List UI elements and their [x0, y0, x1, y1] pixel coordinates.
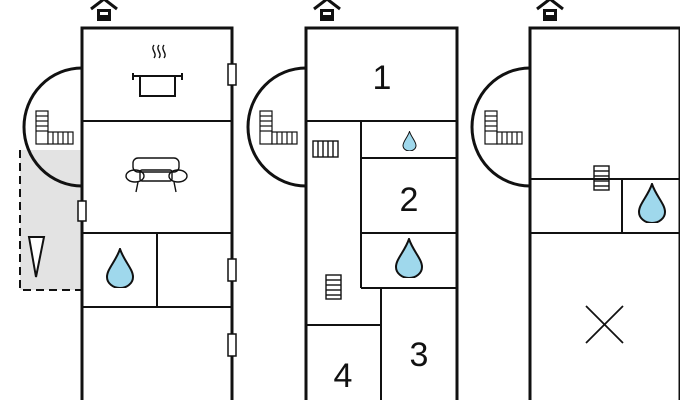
room-number-4: 4: [334, 357, 353, 395]
stairs-icon: [259, 110, 298, 145]
attic-outer-walls: [528, 26, 680, 400]
room-number-1: 1: [373, 59, 392, 97]
window: [227, 333, 237, 357]
entrance-icon: [536, 0, 564, 22]
water-drop-icon: [402, 131, 417, 151]
stair-tower-wall: [22, 66, 83, 188]
terrace-outline: [19, 150, 82, 291]
water-drop-icon: [638, 183, 666, 223]
room-number-3: 3: [410, 336, 429, 374]
room-number-2: 2: [400, 181, 419, 219]
stairs-icon: [325, 274, 342, 300]
first-floor-plan: 1 2 3 4: [246, 0, 459, 400]
stairs-icon: [312, 140, 339, 158]
window: [227, 63, 237, 86]
stair-tower-wall: [246, 66, 307, 188]
attic-plan: [470, 0, 680, 400]
pot-icon: [132, 44, 183, 97]
window: [227, 258, 237, 282]
water-drop-icon: [395, 238, 423, 278]
ground-outer-walls: [80, 26, 234, 400]
entrance-icon: [313, 0, 341, 22]
window: [77, 200, 87, 222]
entrance-icon: [90, 0, 118, 22]
stair-tower-wall: [470, 66, 531, 188]
ground-floor-plan: [19, 0, 237, 400]
terrace-area: [20, 150, 82, 290]
stairs-icon: [35, 110, 74, 145]
water-drop-icon: [106, 248, 134, 288]
cross-icon: [585, 305, 624, 344]
stairs-icon: [484, 110, 523, 145]
first-outer-walls: [304, 26, 459, 400]
stairs-icon: [593, 165, 610, 191]
sofa-icon: [125, 157, 188, 193]
terrace-triangle-icon: [27, 236, 46, 278]
